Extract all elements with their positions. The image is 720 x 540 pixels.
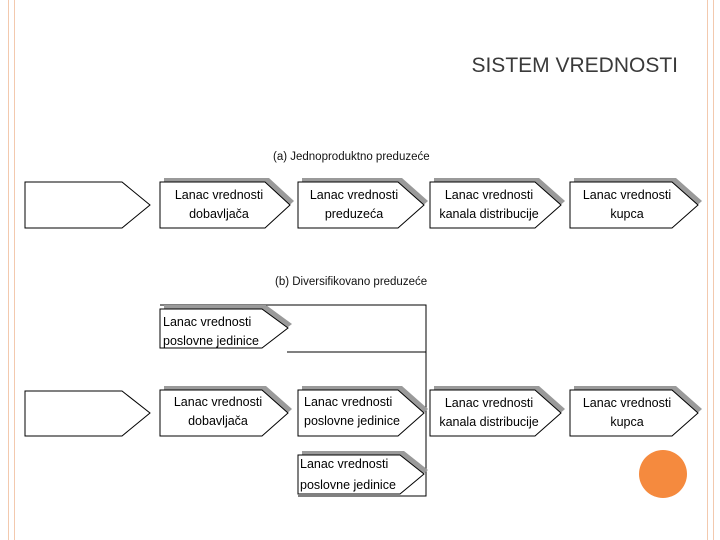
bottom-unit-line1: Lanac vrednosti	[300, 457, 389, 471]
box-b-4-line1: Lanac vrednosti	[582, 396, 672, 410]
arrow-box-b-4	[569, 386, 702, 437]
box-a-3-label: Lanac vrednosti kanala distribucije	[430, 186, 548, 224]
box-a-4-line2: kupca	[610, 207, 644, 221]
box-a-1-line2: dobavljača	[189, 207, 249, 221]
box-a-2-line2: preduzeća	[324, 207, 384, 221]
business-unit-box-bottom	[297, 451, 428, 495]
box-a-3-line2: kanala distribucije	[439, 207, 539, 221]
business-unit-connectors	[160, 304, 427, 497]
arrow-box-a-2	[297, 178, 428, 229]
top-unit-line2: poslovne jedinice	[163, 334, 259, 348]
business-unit-box-top	[159, 305, 292, 349]
slide-title: SISTEM VREDNOSTI	[471, 54, 678, 77]
box-a-1-label: Lanac vrednosti dobavljača	[160, 186, 278, 224]
box-a-2-line1: Lanac vrednosti	[309, 188, 399, 202]
slide-frame-outer	[8, 0, 714, 540]
box-a-2-label: Lanac vrednosti preduzeća	[298, 186, 410, 224]
box-b-3-line2: kanala distribucije	[439, 415, 539, 429]
input-arrow-a	[24, 181, 151, 229]
box-b-1-label: Lanac vrednosti dobavljača	[160, 393, 276, 431]
input-arrow-b	[24, 390, 151, 437]
arrow-box-a-4	[569, 178, 702, 229]
bottom-unit-line2: poslovne jedinice	[300, 478, 396, 492]
orange-circle-decoration	[639, 450, 687, 498]
box-b-2-line2: poslovne jedinice	[304, 414, 400, 428]
box-a-3-line1: Lanac vrednosti	[444, 188, 534, 202]
box-b-1-line1: Lanac vrednosti	[173, 395, 263, 409]
box-b-3-label: Lanac vrednosti kanala distribucije	[430, 394, 548, 432]
arrow-box-a-3	[429, 178, 565, 229]
arrow-box-a-1	[159, 178, 294, 229]
box-b-4-line2: kupca	[610, 415, 644, 429]
box-b-2-label: Lanac vrednosti poslovne jedinice	[304, 393, 400, 431]
box-b-4-label: Lanac vrednosti kupca	[570, 394, 684, 432]
box-b-2-line1: Lanac vrednosti	[304, 395, 393, 409]
top-unit-label: Lanac vrednosti poslovne jedinice	[163, 313, 259, 351]
slide-frame-inner	[14, 0, 708, 540]
box-b-3-line1: Lanac vrednosti	[444, 396, 534, 410]
box-a-1-line1: Lanac vrednosti	[174, 188, 264, 202]
arrow-box-b-1	[159, 386, 292, 437]
bottom-unit-label: Lanac vrednosti poslovne jedinice	[300, 454, 396, 496]
box-b-1-line2: dobavljača	[188, 414, 248, 428]
top-unit-line1: Lanac vrednosti	[163, 315, 252, 329]
caption-diversified: (b) Diversifikovano preduzeće	[275, 276, 428, 288]
caption-single-product: (a) Jednoproduktno preduzeće	[273, 151, 430, 163]
arrow-box-b-2	[297, 386, 428, 437]
arrow-box-b-3	[429, 386, 565, 437]
box-a-4-label: Lanac vrednosti kupca	[570, 186, 684, 224]
box-a-4-line1: Lanac vrednosti	[582, 188, 672, 202]
